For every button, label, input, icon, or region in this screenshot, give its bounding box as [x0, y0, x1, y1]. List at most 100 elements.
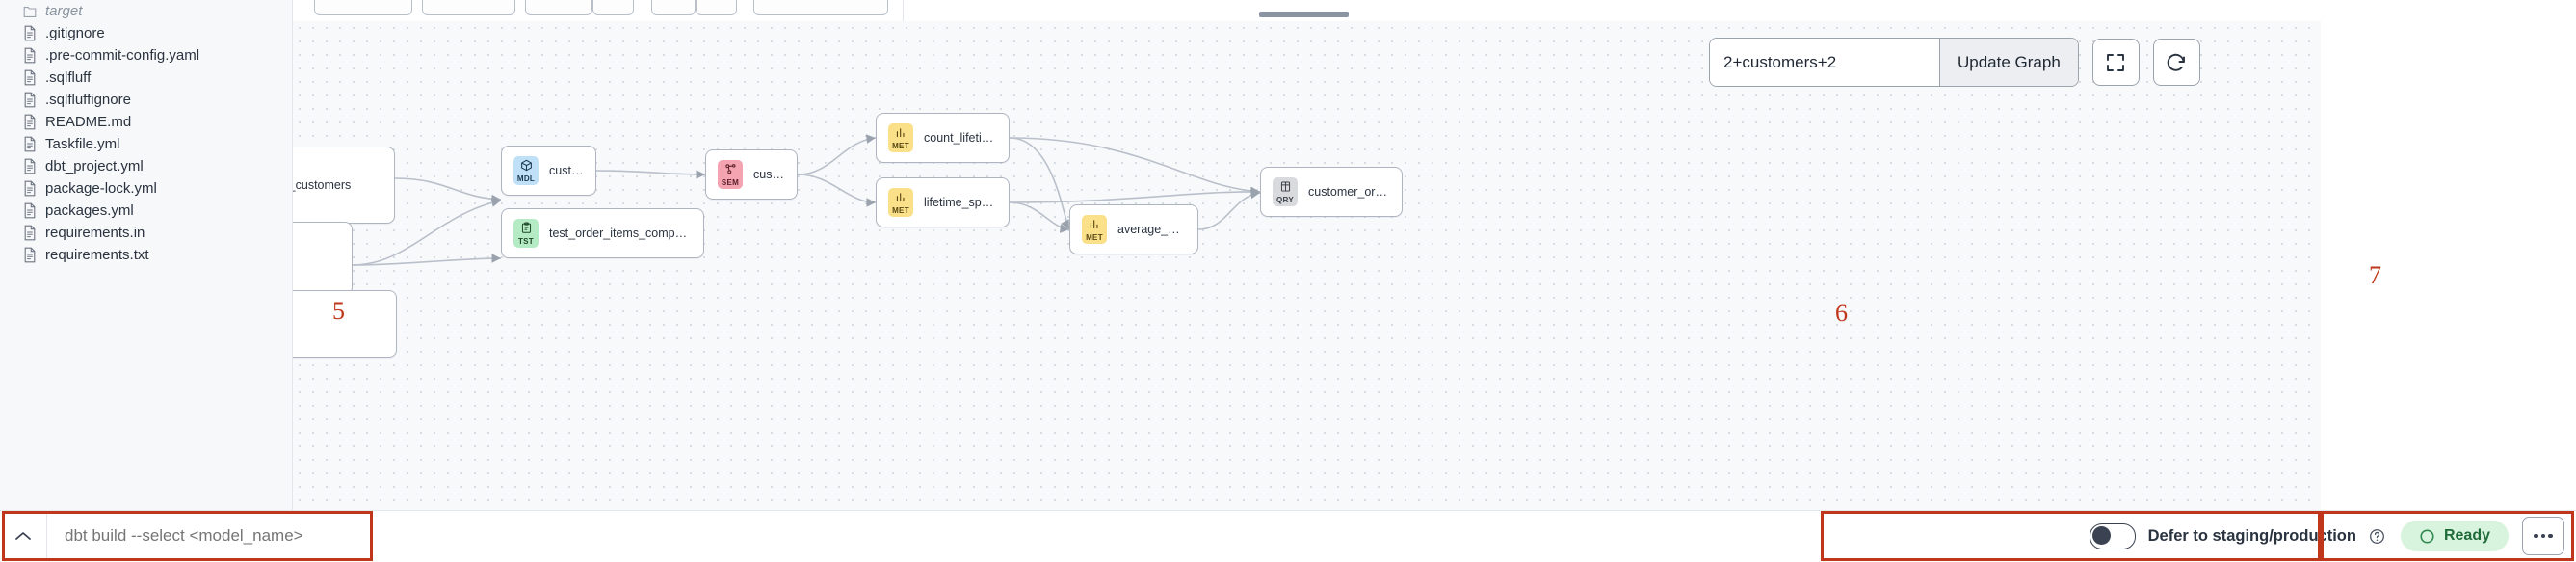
file-explorer[interactable]: target .gitignore .pre-commit-config.yam…	[0, 0, 293, 511]
file-row[interactable]: package-lock.yml	[0, 177, 292, 200]
file-icon	[23, 247, 37, 263]
graph-selector-input[interactable]	[1710, 39, 1939, 86]
graph-edges	[293, 21, 2576, 511]
file-icon	[23, 25, 37, 41]
file-row[interactable]: packages.yml	[0, 200, 292, 222]
file-icon	[23, 180, 37, 197]
file-row[interactable]: .sqlfluff	[0, 67, 292, 89]
file-row[interactable]: .pre-commit-config.yaml	[0, 44, 292, 67]
node-type-badge: TST	[513, 219, 539, 248]
node-type-badge: MDL	[513, 156, 539, 185]
graph-node[interactable]: MET average_order_value	[1069, 204, 1198, 254]
toolbar-button-1[interactable]	[314, 0, 412, 15]
toolbar-button-7[interactable]	[753, 0, 888, 15]
node-type-label: MET	[1086, 233, 1103, 242]
node-type-badge: MET	[888, 188, 913, 217]
defer-toggle[interactable]	[2090, 523, 2136, 549]
file-name: dbt_project.yml	[45, 155, 144, 177]
command-input[interactable]	[47, 510, 351, 562]
toolbar-button-5[interactable]	[651, 0, 696, 15]
file-icon	[23, 114, 37, 130]
node-label: count_lifetime_orders	[924, 131, 997, 145]
active-tab-indicator	[1259, 12, 1349, 17]
graph-node[interactable]: TSTtest_order_items_compute_to_bools…	[501, 208, 704, 258]
node-type-badge: QRY	[1273, 177, 1298, 206]
node-type-label: SEM	[722, 178, 739, 187]
file-name: .gitignore	[45, 22, 105, 44]
bottom-bar-right: Defer to staging/production Ready	[2072, 511, 2576, 561]
file-icon	[23, 92, 37, 108]
file-row[interactable]: dbt_project.yml	[0, 155, 292, 177]
file-name: .sqlfluffignore	[45, 89, 131, 111]
toolbar-button-4[interactable]	[592, 0, 634, 15]
graph-query-group: Update Graph	[1709, 38, 2079, 87]
bottom-status-bar: Defer to staging/production Ready	[0, 510, 2576, 561]
graph-node[interactable]: MET lifetime_spend_pretax	[876, 177, 1010, 227]
ellipsis-dot	[2541, 534, 2546, 539]
graph-controls: Update Graph	[1709, 38, 2200, 87]
refresh-icon[interactable]	[2153, 39, 2200, 86]
file-row[interactable]: Taskfile.yml	[0, 133, 292, 155]
file-row[interactable]: README.md	[0, 111, 292, 133]
toolbar-button-3[interactable]	[525, 0, 592, 15]
status-badge[interactable]: Ready	[2401, 521, 2509, 551]
file-icon	[23, 47, 37, 64]
node-label: stg_customers	[293, 178, 351, 192]
fullscreen-icon[interactable]	[2092, 39, 2140, 86]
file-icon	[23, 69, 37, 86]
file-row[interactable]: requirements.in	[0, 222, 292, 244]
graph-canvas[interactable]: stg_customersorders MDLcustomersTSTtest_o…	[293, 21, 2576, 511]
node-type-label: QRY	[1276, 196, 1294, 204]
help-circle-icon[interactable]	[2369, 528, 2385, 545]
node-type-glyph-icon	[520, 222, 533, 237]
ellipsis-icon[interactable]	[2522, 517, 2564, 555]
node-type-label: MET	[892, 142, 909, 150]
file-name: .sqlfluff	[45, 67, 91, 89]
node-type-glyph-icon	[520, 159, 533, 174]
graph-node[interactable]: MDLcustomers	[501, 146, 596, 196]
graph-node[interactable]: stg_customers	[293, 147, 395, 224]
file-row[interactable]: requirements.txt	[0, 244, 292, 266]
update-graph-button[interactable]: Update Graph	[1939, 39, 2078, 86]
chevron-up-icon[interactable]	[0, 511, 47, 561]
file-row[interactable]: .sqlfluffignore	[0, 89, 292, 111]
node-type-glyph-icon	[1089, 218, 1101, 233]
toolbar-button-2[interactable]	[422, 0, 515, 15]
file-name: Taskfile.yml	[45, 133, 120, 155]
file-row[interactable]: .gitignore	[0, 22, 292, 44]
node-type-badge: MET	[888, 123, 913, 152]
graph-node[interactable]: MET count_lifetime_orders	[876, 113, 1010, 163]
file-name: target	[45, 0, 82, 22]
graph-node[interactable]: orders	[293, 222, 353, 295]
node-type-glyph-icon	[895, 126, 907, 142]
node-type-label: TST	[518, 237, 534, 246]
node-type-badge: MET	[1082, 215, 1107, 244]
defer-toggle-knob	[2092, 526, 2111, 545]
status-label: Ready	[2444, 527, 2490, 545]
file-name: requirements.txt	[45, 244, 149, 266]
node-label: average_order_value	[1117, 223, 1186, 236]
node-type-glyph-icon	[724, 163, 737, 178]
command-bar	[0, 511, 351, 561]
file-icon	[23, 225, 37, 241]
toolbar-button-6[interactable]	[696, 0, 737, 15]
graph-node[interactable]	[293, 290, 397, 358]
file-list: target .gitignore .pre-commit-config.yam…	[0, 0, 292, 266]
file-name: requirements.in	[45, 222, 145, 244]
graph-node[interactable]: SEMcustomers	[705, 149, 798, 200]
ellipsis-dot	[2534, 534, 2538, 539]
folder-icon	[23, 3, 37, 19]
defer-group: Defer to staging/production	[2072, 511, 2401, 561]
file-name: packages.yml	[45, 200, 134, 222]
node-type-glyph-icon	[1279, 180, 1292, 196]
node-type-badge: SEM	[718, 160, 743, 189]
file-name: .pre-commit-config.yaml	[45, 44, 199, 67]
file-row[interactable]: target	[0, 0, 292, 22]
file-name: README.md	[45, 111, 131, 133]
lineage-graph-pane: stg_customersorders MDLcustomersTSTtest_o…	[293, 0, 2576, 511]
node-label: lifetime_spend_pretax	[924, 196, 997, 209]
editor-toolbar-strip	[293, 0, 2576, 22]
file-icon	[23, 136, 37, 152]
toolbar-divider	[903, 0, 904, 21]
